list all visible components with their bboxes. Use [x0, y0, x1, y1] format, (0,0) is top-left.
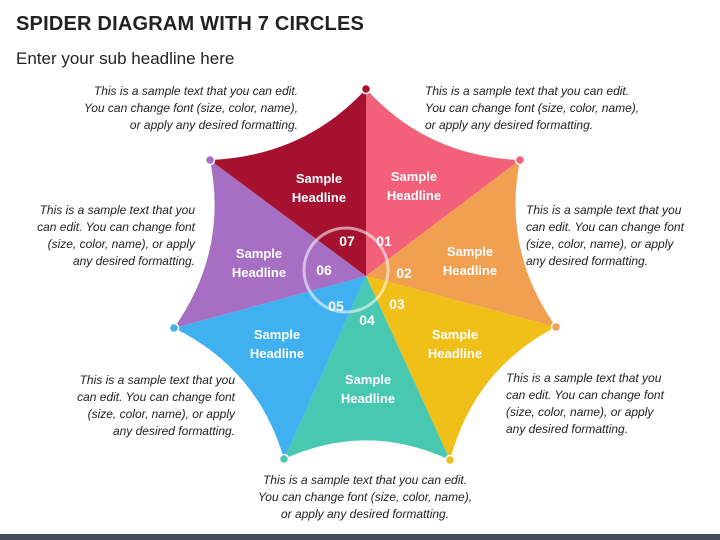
- desc-line: This is a sample text that you: [506, 371, 662, 385]
- desc-bottom: This is a sample text that you can edit.…: [215, 472, 515, 523]
- headline-line: Headline: [443, 263, 497, 278]
- tip-dot: [444, 454, 456, 466]
- headline-line: Headline: [250, 346, 304, 361]
- desc-line: can edit. You can change font: [506, 388, 664, 402]
- bottom-bar: [0, 534, 720, 540]
- desc-line: (size, color, name), or apply: [506, 405, 654, 419]
- desc-line: can edit. You can change font: [77, 390, 235, 404]
- desc-line: (size, color, name), or apply: [526, 237, 674, 251]
- desc-line: or apply any desired formatting.: [280, 507, 450, 521]
- headline-line: Sample: [447, 244, 493, 259]
- segment-number-06: 06: [316, 262, 332, 278]
- desc-line: You can change font (size, color, name),: [425, 101, 640, 115]
- segment-06: [174, 160, 366, 328]
- desc-line: any desired formatting.: [506, 422, 629, 436]
- desc-line: any desired formatting.: [526, 254, 649, 268]
- segment-number-01: 01: [376, 233, 392, 249]
- desc-low-left: This is a sample text that you can edit.…: [50, 372, 235, 440]
- desc-line: This is a sample text that you can edit.: [262, 473, 468, 487]
- headline-line: Headline: [387, 188, 441, 203]
- desc-line: any desired formatting.: [112, 424, 235, 438]
- segment-number-05: 05: [328, 298, 344, 314]
- desc-line: This is a sample text that you: [79, 373, 235, 387]
- desc-line: or apply any desired formatting.: [425, 118, 594, 132]
- headline-line: Sample: [296, 171, 342, 186]
- desc-line: can edit. You can change font: [526, 220, 684, 234]
- desc-low-right: This is a sample text that you can edit.…: [506, 370, 706, 438]
- desc-line: You can change font (size, color, name),: [83, 101, 298, 115]
- desc-line: (size, color, name), or apply: [47, 237, 195, 251]
- desc-line: can edit. You can change font: [37, 220, 195, 234]
- headline-line: Headline: [341, 391, 395, 406]
- tip-dot: [514, 154, 526, 166]
- desc-line: (size, color, name), or apply: [87, 407, 235, 421]
- headline-line: Sample: [432, 327, 478, 342]
- tip-dot: [278, 453, 290, 465]
- tip-dot: [550, 321, 562, 333]
- desc-line: This is a sample text that you can edit.: [425, 84, 630, 98]
- headline-line: Sample: [236, 246, 282, 261]
- headline-line: Headline: [232, 265, 286, 280]
- segment-02: [366, 160, 556, 327]
- tip-dot: [360, 83, 372, 95]
- headline-line: Headline: [428, 346, 482, 361]
- desc-top-left: This is a sample text that you can edit.…: [20, 83, 298, 134]
- desc-line: This is a sample text that you can edit.: [93, 84, 298, 98]
- page-subtitle: Enter your sub headline here: [16, 49, 235, 68]
- segment-number-03: 03: [389, 296, 405, 312]
- headline-line: Headline: [292, 190, 346, 205]
- page-title: SPIDER DIAGRAM WITH 7 CIRCLES: [16, 13, 365, 35]
- segment-number-07: 07: [339, 233, 355, 249]
- desc-mid-right: This is a sample text that you can edit.…: [526, 202, 711, 270]
- tip-dot: [204, 154, 216, 166]
- segment-03: [366, 276, 556, 460]
- desc-line: or apply any desired formatting.: [129, 118, 298, 132]
- segment-04: [284, 276, 450, 460]
- desc-top-right: This is a sample text that you can edit.…: [425, 83, 705, 134]
- headline-line: Sample: [391, 169, 437, 184]
- desc-mid-left: This is a sample text that you can edit.…: [10, 202, 195, 270]
- segment-01: [366, 89, 520, 276]
- center-ring: [302, 226, 390, 314]
- desc-line: This is a sample text that you: [39, 203, 195, 217]
- headline-line: Sample: [254, 327, 300, 342]
- headline-line: Sample: [345, 372, 391, 387]
- segment-number-04: 04: [359, 312, 375, 328]
- desc-line: This is a sample text that you: [526, 203, 682, 217]
- segment-05: [174, 276, 366, 459]
- desc-line: You can change font (size, color, name),: [257, 490, 473, 504]
- segment-07: [210, 89, 366, 276]
- desc-line: any desired formatting.: [72, 254, 195, 268]
- segment-number-02: 02: [396, 265, 412, 281]
- tip-dot: [168, 322, 180, 334]
